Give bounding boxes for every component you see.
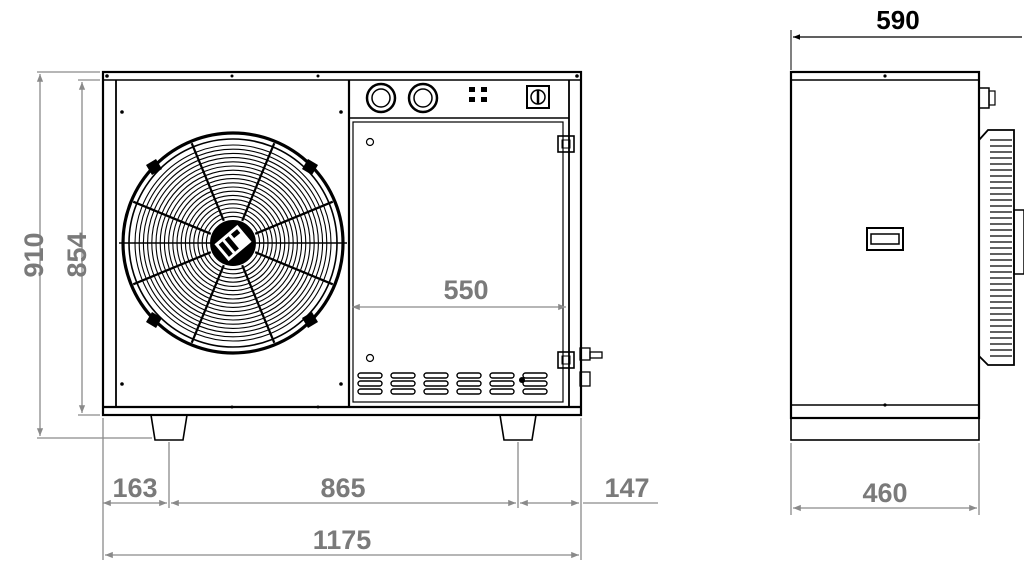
brand-logo-icon: [211, 222, 255, 264]
main-switch-icon: [526, 85, 550, 109]
drain-point: [519, 377, 525, 383]
side-body: [789, 70, 981, 420]
side-fan-profile: [978, 129, 1024, 366]
side-dimensions: 590 460: [790, 5, 1022, 515]
dim-total-height: 910: [19, 232, 49, 277]
fan-mount-brackets: [146, 159, 318, 328]
dim-body-height: 854: [62, 232, 92, 277]
front-view: [101, 70, 603, 441]
dim-total-width: 1175: [313, 525, 372, 555]
service-valves: [579, 347, 603, 387]
service-panel: [352, 121, 564, 403]
side-base: [790, 417, 980, 441]
right-foot: [499, 414, 537, 441]
left-foot: [150, 414, 188, 441]
hinge-bottom: [557, 351, 575, 369]
fan-guard: [119, 131, 347, 355]
cable-gland-1: [365, 82, 397, 114]
dim-left-offset: 163: [112, 473, 157, 503]
cable-gland-2: [407, 82, 439, 114]
front-outer-frame: [101, 70, 583, 417]
indicator-block: [469, 87, 487, 102]
dim-right-offset: 147: [604, 473, 649, 503]
panel-screw-top: [365, 137, 375, 147]
screws: [105, 74, 579, 409]
front-dimensions: 910 854 550 163 865 147 1175: [19, 71, 658, 560]
panel-screw-bottom: [365, 353, 375, 363]
side-view: [789, 70, 1024, 441]
ventilation-slots: [357, 372, 548, 395]
side-handle-icon: [866, 227, 904, 251]
dim-side-depth: 590: [876, 5, 919, 35]
side-switch: [978, 87, 996, 109]
hinge-top: [557, 135, 575, 153]
dim-foot-spacing: 865: [320, 473, 365, 503]
dim-inner-width: 550: [443, 275, 488, 305]
dim-side-base-depth: 460: [862, 478, 907, 508]
